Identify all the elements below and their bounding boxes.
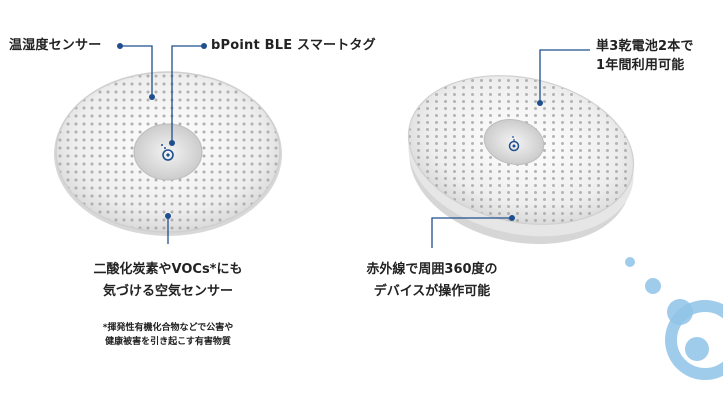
signal-decoration (625, 257, 723, 380)
sensor-dome (134, 124, 202, 180)
ir-label-line1: 赤外線で周囲360度の (366, 262, 498, 277)
voc-note-line2: 健康被害を引き起こす有害物質 (105, 337, 231, 347)
co2-sensor-label: 二酸化炭素やVOCs*にも 気づける空気センサー (78, 259, 258, 303)
ir-label-line2: デバイスが操作可能 (373, 284, 491, 299)
battery-label-line1: 単3乾電池2本で (596, 39, 694, 54)
battery-label-line2: 1年間利用可能 (596, 58, 685, 73)
callout-lines (120, 45, 590, 248)
temp-humidity-sensor-label: 温湿度センサー (9, 38, 102, 53)
device-angled-view (400, 70, 648, 245)
voc-note-line1: *揮発性有機化合物などで公害や (102, 323, 234, 333)
ble-tag-label: bPoint BLE スマートタグ (211, 38, 376, 53)
tag-icon (162, 149, 174, 161)
voc-footnote: *揮発性有機化合物などで公害や 健康被害を引き起こす有害物質 (78, 321, 258, 349)
infrared-label: 赤外線で周囲360度の デバイスが操作可能 (352, 259, 512, 303)
co2-label-line1: 二酸化炭素やVOCs*にも (93, 262, 243, 277)
device-front-view (54, 71, 282, 236)
callout-dots (117, 43, 543, 221)
co2-label-line2: 気づける空気センサー (102, 284, 233, 299)
